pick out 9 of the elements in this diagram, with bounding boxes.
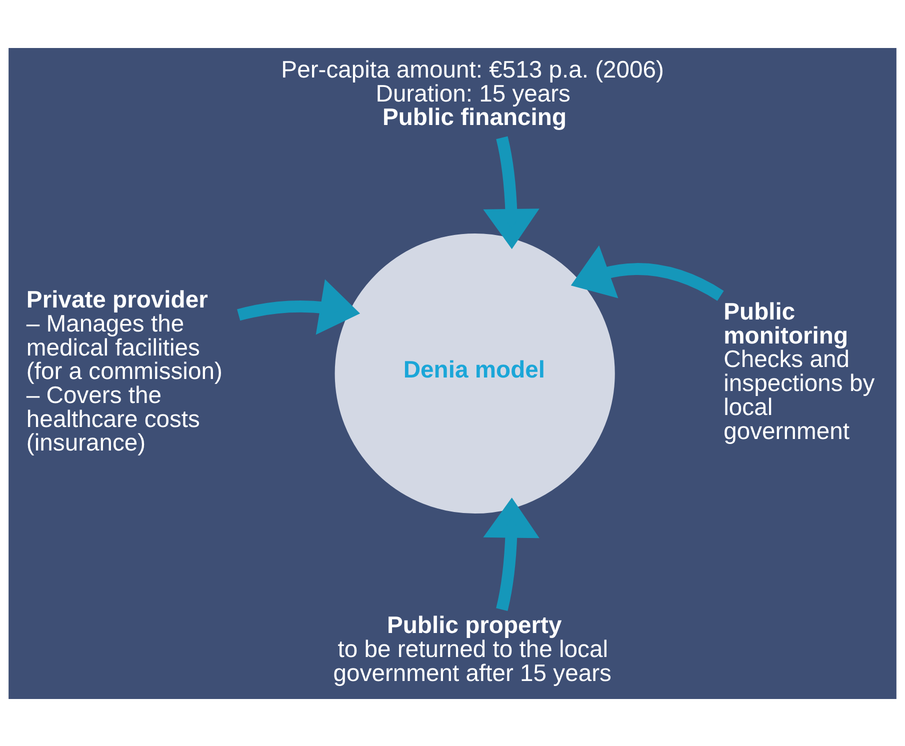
arrow: [483, 497, 540, 610]
arrow: [570, 244, 724, 300]
node-text: Public monitoring Checks and inspections by local government: [724, 298, 875, 444]
arrow: [237, 278, 360, 334]
node-text: Private provider – Manages the medical facilities (for a commission) – Covers the healthcare costs (insurance): [26, 286, 222, 456]
node-circle: Denia model: [334, 232, 615, 514]
node-text: Public property to be returned to the local government after 15 years: [333, 612, 612, 686]
arrow: [483, 136, 540, 249]
node-text: Per-capita amount: €513 p.a. (2006) Duration: 15 years Public financing: [281, 56, 664, 131]
